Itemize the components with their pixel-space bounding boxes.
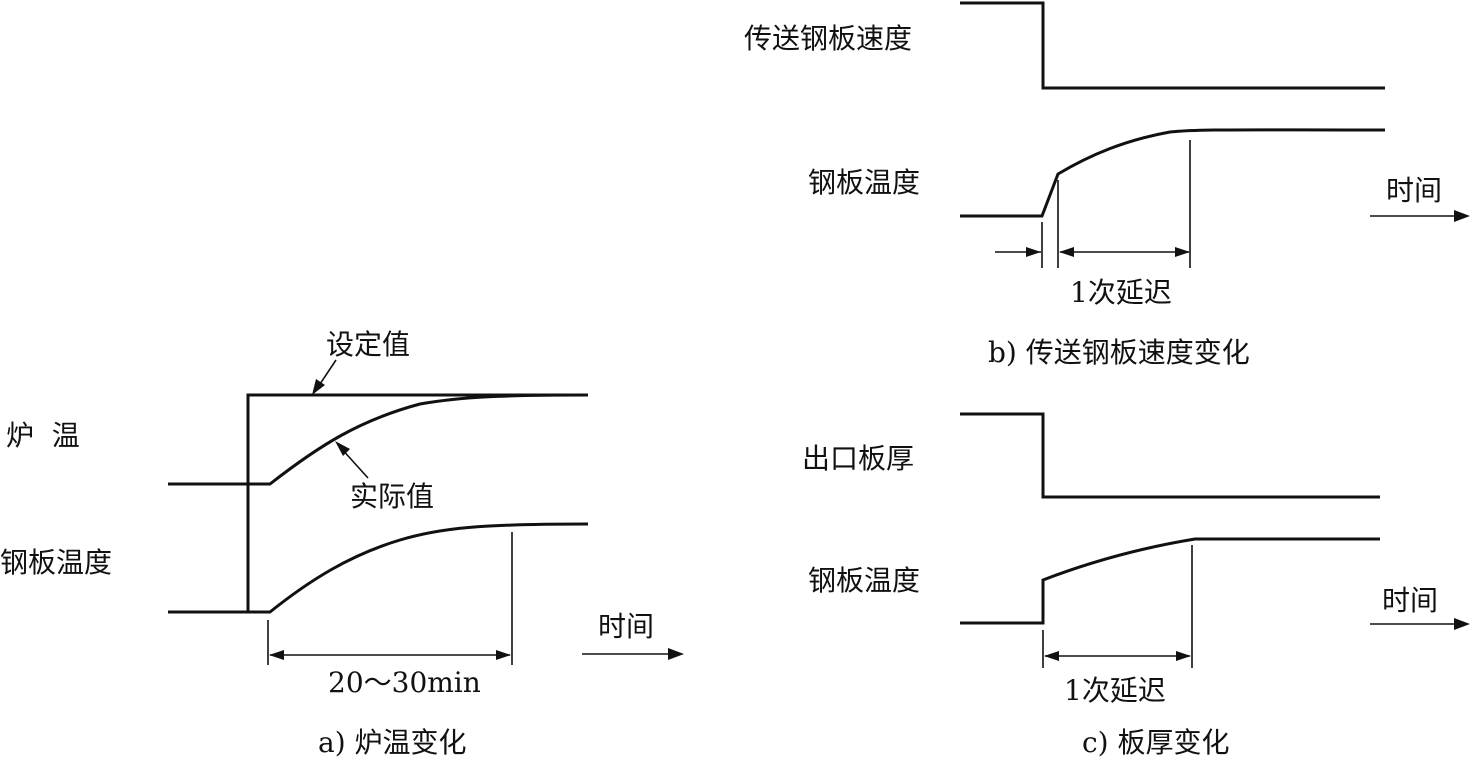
delay-arrowhead-right-c-icon <box>1176 651 1191 661</box>
actual-callout-arrow-icon <box>335 441 350 456</box>
conveyor-speed-step <box>960 1 1385 90</box>
delay-arrowhead-right-b-icon <box>1175 247 1190 257</box>
delay-arrowhead-left-c-icon <box>1044 651 1059 661</box>
actual-furnace-temp-curve <box>248 393 589 486</box>
thickness-label: 出口板厚 <box>802 442 914 475</box>
actual-label: 实际值 <box>350 480 434 513</box>
panel-c: 出口板厚 钢板温度 时间 1次延迟 c) 板厚变化 <box>802 412 1470 759</box>
time-arrowhead-a-icon <box>668 648 684 660</box>
time-label-b: 时间 <box>1386 174 1442 207</box>
plate-temp-curve-b <box>960 128 1386 218</box>
caption-b: b) 传送钢板速度变化 <box>988 336 1250 369</box>
caption-a: a) 炉温变化 <box>318 726 467 759</box>
panel-a: 炉 温 钢板温度 设定值 实际值 时间 20～30min a) 炉温变化 <box>0 328 684 759</box>
setpoint-step-line <box>168 393 588 486</box>
plate-temp-label-c: 钢板温度 <box>808 564 920 597</box>
plate-temp-curve-a <box>168 484 589 614</box>
dead-time-arrowhead-icon <box>1026 247 1041 257</box>
plate-temp-label-b: 钢板温度 <box>808 166 920 199</box>
time-label-a: 时间 <box>598 610 654 643</box>
arrowhead-right-icon <box>496 650 511 660</box>
setpoint-callout-arrow-icon <box>312 379 325 395</box>
plate-temp-curve-c <box>960 537 1380 625</box>
time-label-c: 时间 <box>1382 584 1438 617</box>
delay-label-b: 1次延迟 <box>1070 276 1172 309</box>
delay-label-c: 1次延迟 <box>1064 674 1166 707</box>
panel-b: 传送钢板速度 钢板温度 时间 1次延迟 b) 传送钢板速度变化 <box>744 1 1470 369</box>
duration-label: 20～30min <box>328 666 481 699</box>
time-arrowhead-c-icon <box>1454 618 1470 630</box>
speed-label: 传送钢板速度 <box>744 22 912 55</box>
caption-c: c) 板厚变化 <box>1082 726 1230 759</box>
furnace-temp-label: 炉 温 <box>6 419 80 452</box>
setpoint-label: 设定值 <box>326 328 410 361</box>
time-arrowhead-b-icon <box>1454 210 1470 222</box>
thickness-step <box>960 412 1380 499</box>
arrowhead-left-icon <box>269 650 284 660</box>
plate-temp-label-a: 钢板温度 <box>0 546 112 579</box>
delay-arrowhead-left-b-icon <box>1059 247 1074 257</box>
